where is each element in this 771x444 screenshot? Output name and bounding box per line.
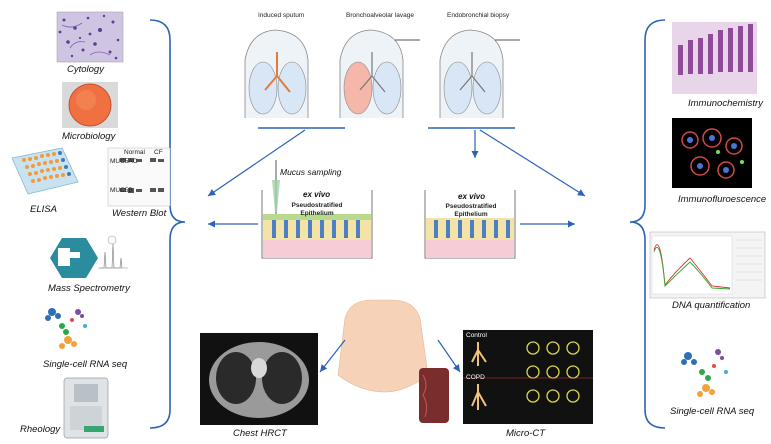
- arrow-torso-hrct: [319, 339, 346, 373]
- label-wb-muc5b: MUC5B: [110, 187, 133, 194]
- label-wb-cf: CF: [154, 149, 163, 156]
- label-pseudo-left: Pseudostratified: [291, 202, 343, 209]
- label-copd: COPD: [466, 374, 485, 381]
- label-epith-right: Epithelium: [454, 211, 488, 218]
- microbiology-image: [62, 82, 118, 128]
- label-cytology: Cytology: [67, 64, 104, 75]
- torso-figure: [337, 299, 429, 393]
- label-scrna-left: Single-cell RNA seq: [43, 359, 128, 370]
- western-blot-image: [107, 147, 171, 207]
- arrow-top-left-down: [207, 129, 306, 197]
- mass-spectrometry-image: [50, 235, 128, 278]
- dna-quant-image: [649, 231, 766, 299]
- cytology-image: [56, 11, 124, 63]
- label-biopsy: Endobronchial biopsy: [447, 12, 510, 19]
- rheology-image: [63, 377, 109, 439]
- label-chest-hrct: Chest HRCT: [233, 428, 287, 439]
- label-wb-muc5ac: MUC5AC: [110, 158, 138, 165]
- label-epith-left: Epithelium: [300, 210, 334, 217]
- label-micro-ct: Micro-CT: [506, 428, 546, 439]
- immunofluorescence-image: [672, 118, 752, 188]
- label-rheology: Rheology: [20, 424, 61, 435]
- label-immunofluorescence: Immunofluroescence: [678, 194, 767, 205]
- immunochemistry-image: [672, 22, 757, 94]
- label-elisa: ELISA: [30, 204, 57, 215]
- lung-specimen-image: [419, 368, 449, 423]
- micro-ct-image: [463, 330, 593, 424]
- label-pseudo-right: Pseudostratified: [445, 203, 497, 210]
- label-microbiology: Microbiology: [62, 131, 116, 142]
- elisa-image: [11, 147, 79, 195]
- lung-figure-bal: [339, 29, 420, 118]
- scrna-left-image: [45, 308, 87, 349]
- transwell-right: [424, 190, 516, 259]
- label-scrna-right: Single-cell RNA seq: [670, 406, 755, 417]
- transwell-left: [261, 160, 373, 259]
- right-bracket: [629, 19, 666, 429]
- label-western-blot: Western Blot: [112, 208, 167, 219]
- label-exvivo-left: ex vivo: [303, 190, 331, 199]
- lung-figure-biopsy: [439, 29, 520, 118]
- label-immunochemistry: Immunochemistry: [688, 98, 763, 109]
- label-exvivo-right: ex vivo: [458, 192, 486, 201]
- arrow-top-right-down: [479, 129, 586, 197]
- label-induced-sputum: Induced sputum: [258, 12, 305, 19]
- label-bal: Bronchoalveolar lavage: [346, 12, 414, 19]
- scrna-right-image: [681, 349, 728, 397]
- left-bracket: [149, 19, 186, 429]
- label-control: Control: [466, 332, 487, 339]
- label-mucus-sampling: Mucus sampling: [280, 167, 342, 177]
- label-wb-normal: Normal: [124, 149, 145, 156]
- label-dna-quant: DNA quantification: [672, 300, 751, 311]
- label-mass-spectrometry: Mass Spectrometry: [48, 283, 130, 294]
- lung-figure-sputum: [244, 29, 309, 118]
- chest-hrct-image: [200, 333, 318, 425]
- arrow-torso-microct: [437, 339, 461, 373]
